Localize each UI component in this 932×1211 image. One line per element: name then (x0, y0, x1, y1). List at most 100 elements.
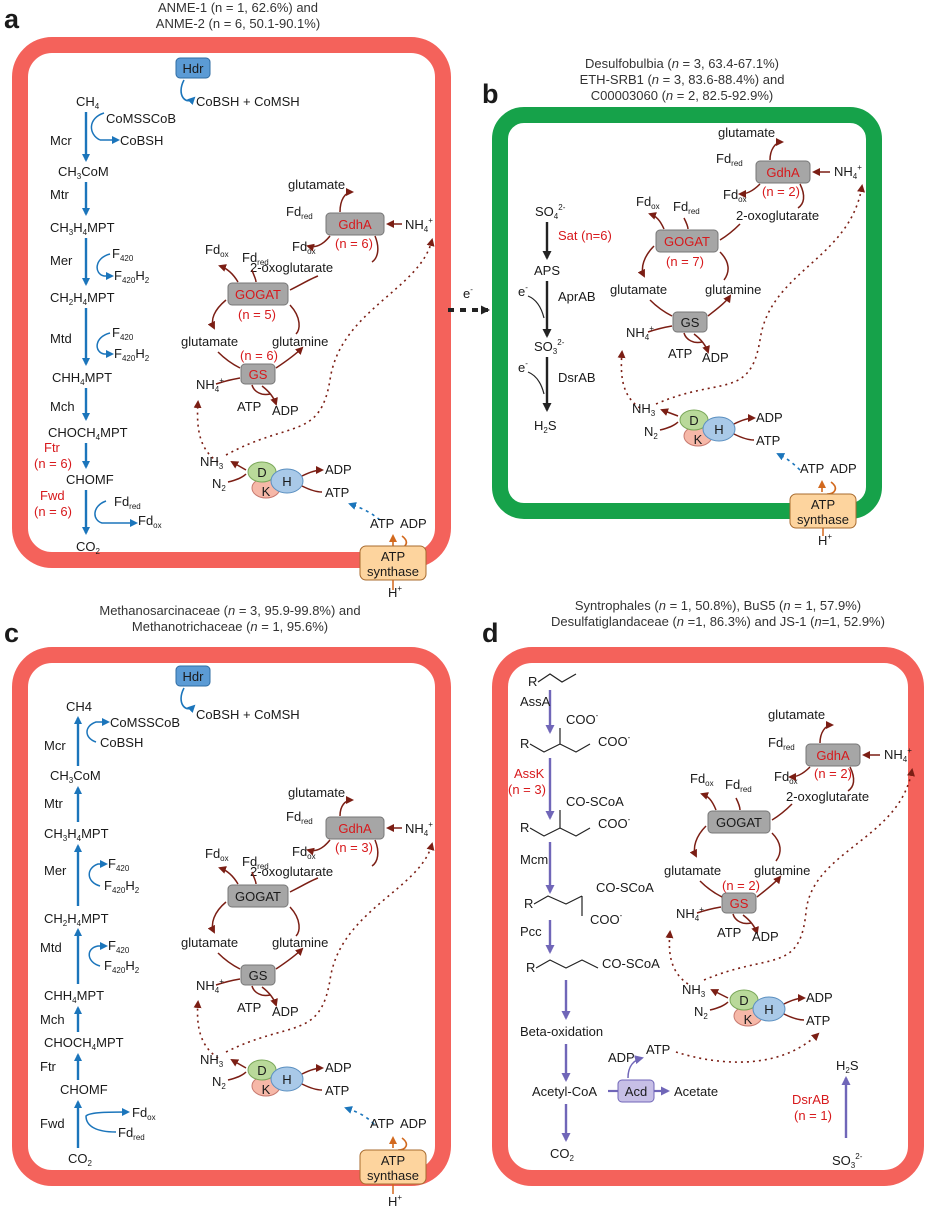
gdha-label-b: GdhA (766, 165, 800, 180)
enzyme-mtr-c: Mtr (44, 796, 63, 811)
electron-label: e- (463, 285, 473, 301)
beta-oxidation: Beta-oxidation (520, 1024, 603, 1039)
enzyme-mtd-c: Mtd (40, 940, 62, 955)
enzyme-mtd: Mtd (50, 331, 72, 346)
panel-c-letter: c (4, 618, 19, 648)
adp-nif-b: ADP (756, 410, 783, 425)
enzyme-mcr: Mcr (50, 133, 72, 148)
atp-synthase-atp-b: ATP (800, 461, 824, 476)
panel-b-header-line3: C00003060 (n = 2, 82.5-92.9%) (591, 88, 774, 103)
atp-gs-d: ATP (717, 925, 741, 940)
metabolite-ch3h4mpt-c: CH3H4MPT (44, 826, 109, 843)
nh3-label-d: NH3 (682, 982, 706, 999)
nif-d-label-d: D (739, 993, 748, 1008)
metabolite-chh4mpt: CHH4MPT (52, 370, 112, 387)
gs-box-a (240, 363, 276, 385)
h-plus-c: H+ (388, 1193, 402, 1209)
nif-h-label-c: H (282, 1072, 291, 1087)
nif-d-label-c: D (257, 1063, 266, 1078)
gdha-box-a (325, 212, 385, 236)
nh3-label-b: NH3 (632, 401, 656, 418)
oxoglutarate-b: 2-oxoglutarate (736, 208, 819, 223)
r-succinate: R (520, 736, 529, 751)
nif-d-label-b: D (689, 413, 698, 428)
metabolite-ch2h4mpt-c: CH2H4MPT (44, 911, 109, 928)
glutamine-a: glutamine (272, 334, 328, 349)
enzyme-mch-c: Mch (40, 1012, 65, 1027)
nitrogen-assimilation-b: glutamate Fdred Fdox GdhA (n = 2) NH4+ 2… (610, 125, 865, 548)
hdr-box-c (175, 665, 211, 687)
electron-dsrab: e- (518, 359, 528, 375)
glutamate-gs-b: glutamate (610, 282, 667, 297)
dsrab-label-b: DsrAB (558, 370, 596, 385)
nif-h-d (752, 996, 786, 1022)
nitrogen-assimilation-d: glutamate Fdred Fdox GdhA (n = 2) NH4+ 2… (664, 707, 915, 1028)
metabolite-choch4mpt: CHOCH4MPT (48, 425, 128, 442)
nh3-label-a: NH3 (200, 454, 224, 471)
atp-synthase-atp-a: ATP (370, 516, 394, 531)
comsscob-label-c: CoMSSCoB (110, 715, 180, 730)
coo-mcm: COO- (590, 911, 623, 927)
enzyme-fwd: Fwd (40, 488, 65, 503)
atp-synthase-adp-c: ADP (400, 1116, 427, 1131)
cobsh-comsh-label-c: CoBSH + CoMSH (196, 707, 300, 722)
nif-h-label-d: H (764, 1002, 773, 1017)
atp-synthase-label1-a: ATP (381, 549, 405, 564)
coo-succinate-2: COO- (598, 733, 631, 749)
gogat-label-b: GOGAT (664, 234, 710, 249)
gogat-label-c: GOGAT (235, 889, 281, 904)
atp-synthase-label2-b: synthase (797, 512, 849, 527)
metabolite-ch3h4mpt: CH3H4MPT (50, 220, 115, 237)
panel-d-header-line2: Desulfatiglandaceae (n =1, 86.3%) and JS… (551, 614, 885, 629)
nif-k-label-c: K (262, 1082, 271, 1097)
gdha-label-d: GdhA (816, 748, 850, 763)
dsrab-n-d: (n = 1) (794, 1108, 832, 1123)
hdr-label: Hdr (183, 61, 205, 76)
panel-c-header-line2: Methanotrichaceae (n = 1, 95.6%) (132, 619, 328, 634)
adp-gs-a: ADP (272, 403, 299, 418)
metabolite-aps: APS (534, 263, 560, 278)
panel-d: d Syntrophales (n = 1, 50.8%), BuS5 (n =… (482, 598, 924, 1186)
gdha-n-a: (n = 6) (335, 236, 373, 251)
gs-label-b: GS (681, 315, 700, 330)
hdr-box (175, 57, 211, 79)
gogat-label-a: GOGAT (235, 287, 281, 302)
hdr-label-c: Hdr (183, 669, 205, 684)
gs-label-a: GS (249, 367, 268, 382)
gogat-n-b: (n = 7) (666, 254, 704, 269)
gdha-n-b: (n = 2) (762, 184, 800, 199)
methanogenesis-pathway-a: CH4 CH3CoM CH3H4MPT CH2H4MPT CHH4MPT CHO… (34, 94, 176, 556)
enzyme-mcm: Mcm (520, 852, 548, 867)
alkane-degradation-pathway: R AssA R COO- COO- AssK (n = 3) R CO-SCo… (508, 673, 863, 1170)
panel-c: c Methanosarcinaceae (n = 3, 95.9-99.8%)… (4, 603, 451, 1209)
panel-d-header-line1: Syntrophales (n = 1, 50.8%), BuS5 (n = 1… (575, 598, 861, 613)
oxoglutarate-d: 2-oxoglutarate (786, 789, 869, 804)
gogat-box-d (707, 810, 771, 834)
nif-h-label-b: H (714, 422, 723, 437)
enzyme-mer-c: Mer (44, 863, 67, 878)
aprab-label: AprAB (558, 289, 596, 304)
adp-gs-c: ADP (272, 1004, 299, 1019)
gs-n-d: (n = 2) (722, 878, 760, 893)
enzyme-mer: Mer (50, 253, 73, 268)
r-pcc: R (526, 960, 535, 975)
adp-nif-a: ADP (325, 462, 352, 477)
acd-label: Acd (625, 1084, 647, 1099)
nh3-label-c: NH3 (200, 1052, 224, 1069)
gdha-box-c (325, 816, 385, 840)
panel-c-cell-border (12, 647, 451, 1186)
adp-nif-d: ADP (806, 990, 833, 1005)
panel-a-header-line1: ANME-1 (n = 1, 62.6%) and (158, 0, 318, 15)
gs-box-b (672, 311, 708, 333)
atp-nif-a: ATP (325, 485, 349, 500)
r-coa: R (520, 820, 529, 835)
panel-b-header-line2: ETH-SRB1 (n = 3, 83.6-88.4%) and (580, 72, 785, 87)
metabolite-ch4-c: CH4 (66, 699, 92, 714)
h2s-d: H2S (836, 1058, 859, 1075)
enzyme-fwd-n: (n = 6) (34, 504, 72, 519)
metabolite-ch3com: CH3CoM (58, 164, 109, 181)
panel-c-header-line1: Methanosarcinaceae (n = 3, 95.9-99.8%) a… (99, 603, 360, 618)
acetyl-coa: Acetyl-CoA (532, 1084, 597, 1099)
panel-a-letter: a (4, 4, 20, 34)
